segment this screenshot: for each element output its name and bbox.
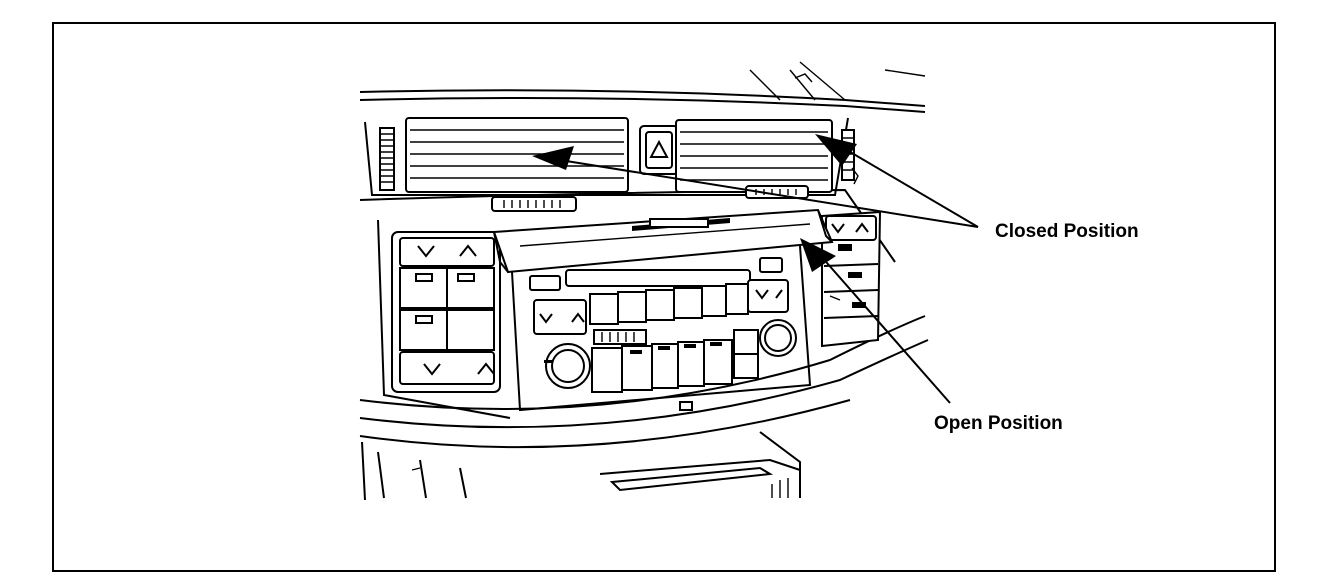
left-side-slider	[379, 127, 395, 191]
vent-thumbwheels	[491, 185, 809, 212]
console-surround-left	[377, 219, 511, 419]
closed-position-leader-lines	[559, 145, 979, 228]
closed-position-label: Closed Position	[995, 221, 1139, 242]
arrow-icon	[800, 238, 836, 272]
lower-console	[361, 431, 801, 501]
console-lower-edge-3	[359, 399, 851, 449]
left-climate-panel	[391, 231, 501, 393]
dash-top-edge	[359, 61, 926, 113]
right-air-vent	[675, 119, 833, 193]
console-lower-edge	[359, 315, 926, 410]
left-air-vent	[405, 117, 629, 193]
arrow-icon	[815, 134, 857, 166]
hazard-button-icon	[639, 125, 679, 175]
arrow-icon	[532, 146, 574, 170]
left-knob-icon	[544, 343, 591, 389]
radio-lid-open	[492, 208, 834, 274]
open-position-leader-line	[819, 254, 951, 404]
right-knob-icon	[759, 319, 797, 357]
radio-face	[511, 245, 812, 412]
console-lower-edge-2	[359, 339, 929, 429]
open-position-label: Open Position	[934, 413, 1063, 434]
right-climate-panel	[821, 210, 882, 348]
